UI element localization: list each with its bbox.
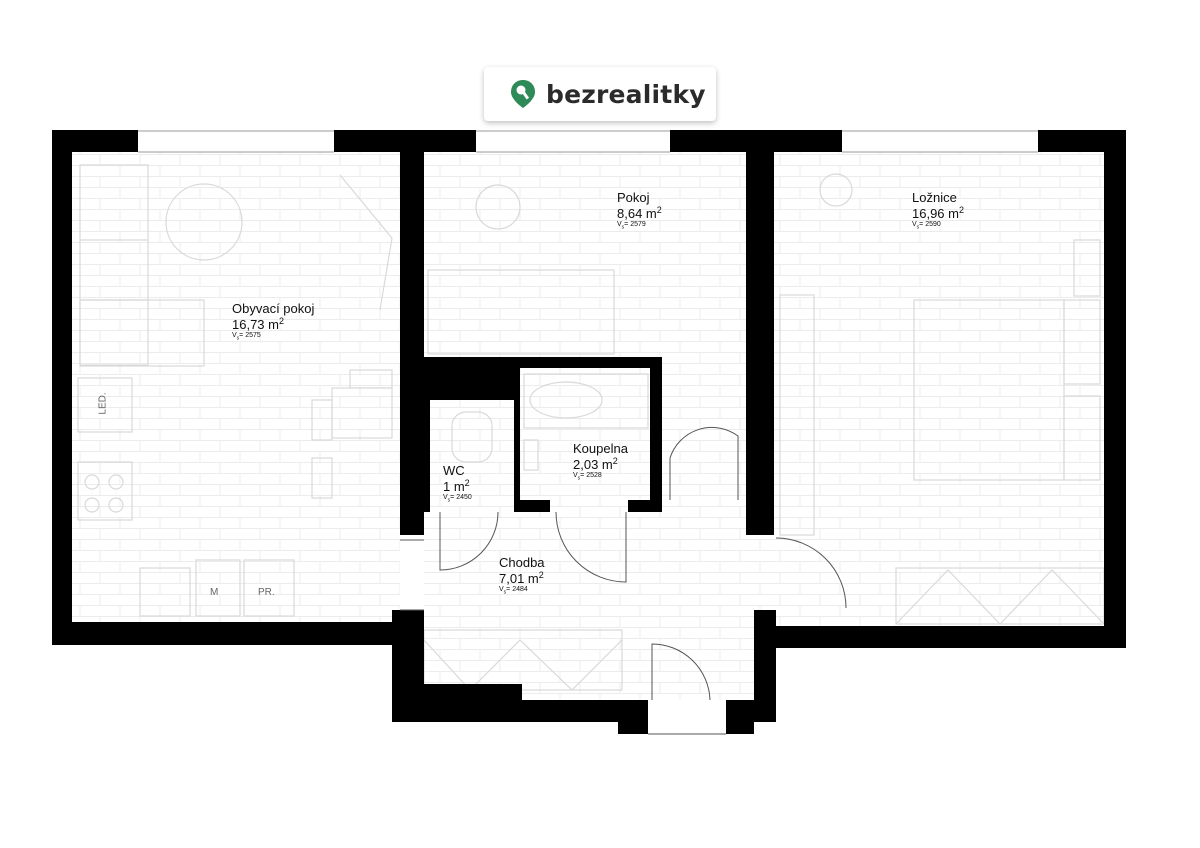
- height-value: = 2484: [506, 586, 528, 593]
- height-label: V: [912, 221, 917, 228]
- brand-logo: bezrealitky: [484, 67, 716, 121]
- height-value: = 2528: [580, 472, 602, 479]
- height-sub: s: [447, 497, 451, 504]
- floors: [72, 152, 1104, 700]
- area-superscript: 2: [958, 205, 964, 215]
- height-sub: s: [916, 224, 920, 231]
- doors: [400, 426, 847, 735]
- room-area: 1 m: [443, 479, 465, 494]
- room-label-wc: WC 1 m2 Vs= 2450: [443, 464, 472, 503]
- location-pin-icon: [511, 80, 535, 108]
- area-superscript: 2: [464, 478, 470, 488]
- room-name: Obyvací pokoj: [232, 301, 315, 316]
- room-label-loznice: Ložnice 16,96 m2 Vs= 2590: [912, 191, 964, 230]
- room-label-koupelna: Koupelna 2,03 m2 Vs= 2528: [573, 442, 628, 481]
- m-label: M: [210, 587, 219, 598]
- area-superscript: 2: [278, 316, 284, 326]
- height-label: V: [232, 332, 237, 339]
- room-label-pokoj: Pokoj 8,64 m2 Vs= 2579: [617, 191, 662, 230]
- height-label: V: [617, 221, 622, 228]
- room-area: 8,64 m: [617, 206, 657, 221]
- brand-name: bezrealitky: [546, 79, 706, 109]
- windows: [138, 130, 1038, 153]
- height-label: V: [499, 586, 504, 593]
- height-value: = 2450: [450, 494, 472, 501]
- furniture: [77, 164, 1105, 691]
- height-label: V: [573, 472, 578, 479]
- room-name: Pokoj: [617, 190, 650, 205]
- height-label: V: [443, 494, 448, 501]
- height-sub: s: [621, 224, 625, 231]
- room-label-chodba: Chodba 7,01 m2 Vs= 2484: [499, 556, 545, 595]
- walls: [52, 130, 1126, 734]
- height-sub: s: [503, 589, 507, 596]
- area-superscript: 2: [656, 205, 662, 215]
- height-value: = 2575: [239, 332, 261, 339]
- height-value: = 2579: [624, 221, 646, 228]
- room-name: WC: [443, 463, 465, 478]
- room-name: Chodba: [499, 555, 545, 570]
- height-value: = 2590: [919, 221, 941, 228]
- room-name: Ložnice: [912, 190, 957, 205]
- room-area: 7,01 m: [499, 571, 539, 586]
- room-area: 16,73 m: [232, 317, 279, 332]
- area-superscript: 2: [612, 456, 618, 466]
- area-superscript: 2: [538, 570, 544, 580]
- height-sub: s: [236, 335, 240, 342]
- room-label-living: Obyvací pokoj 16,73 m2 Vs= 2575: [232, 302, 314, 341]
- led-label: LED.: [97, 392, 109, 415]
- pr-label: PR.: [258, 587, 275, 598]
- height-sub: s: [577, 475, 581, 482]
- room-area: 2,03 m: [573, 457, 613, 472]
- room-name: Koupelna: [573, 441, 628, 456]
- room-area: 16,96 m: [912, 206, 959, 221]
